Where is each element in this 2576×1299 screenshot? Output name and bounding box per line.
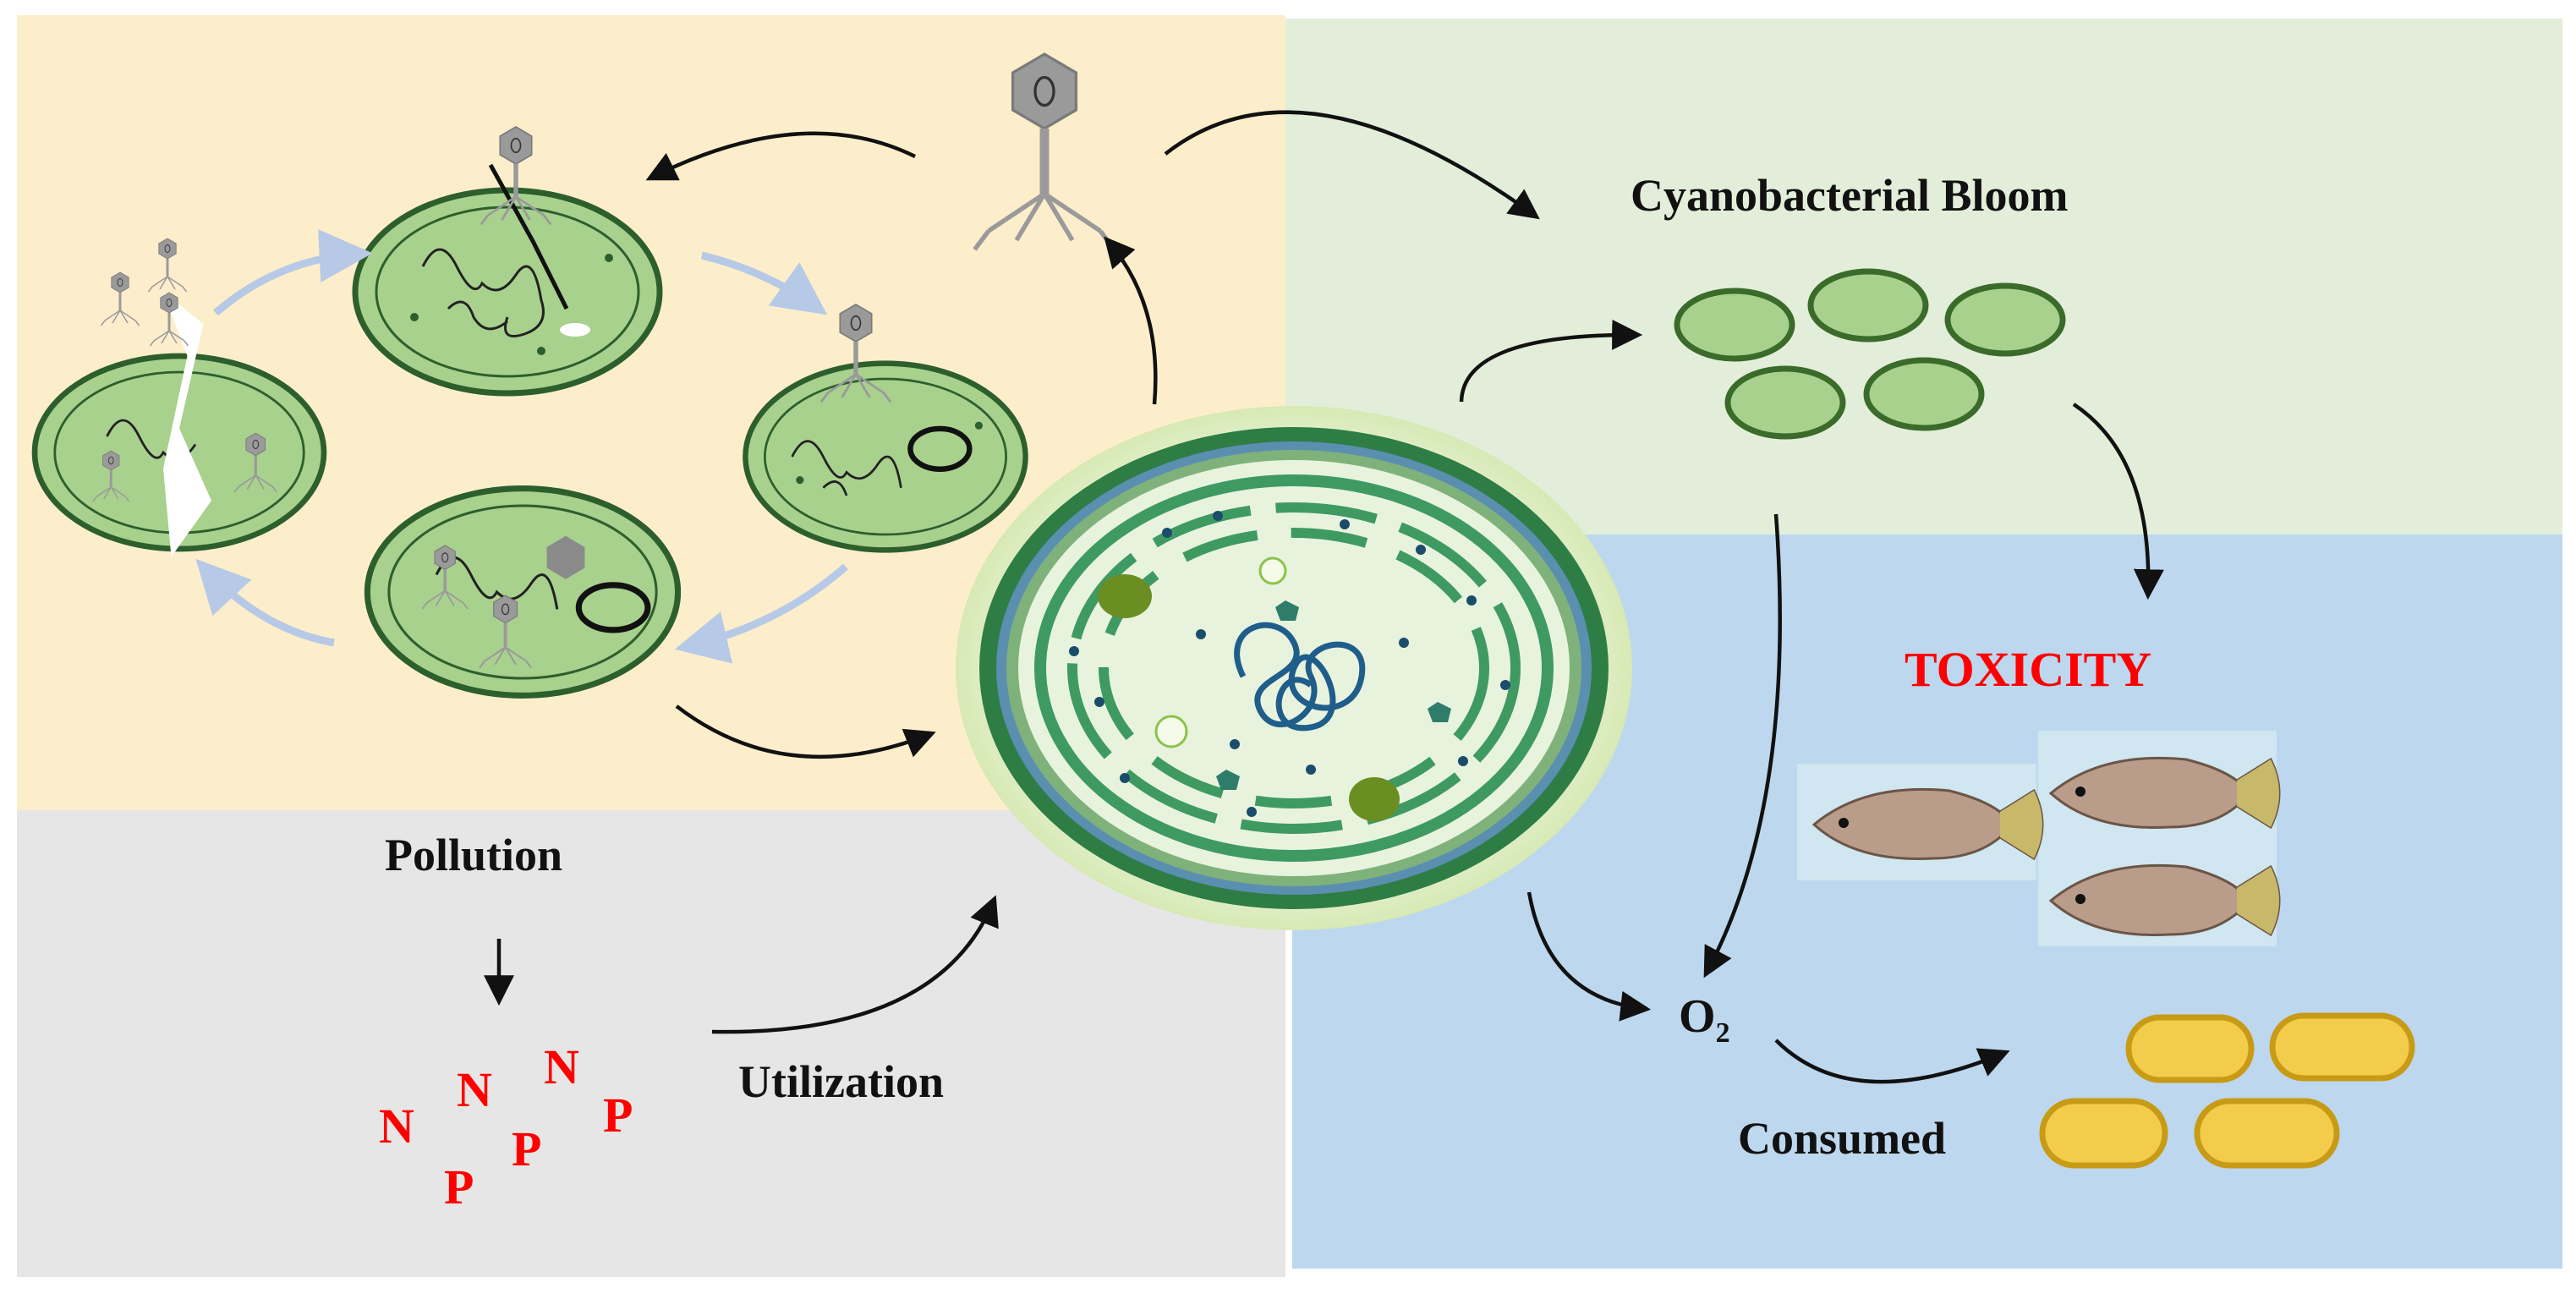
oxygen-subscript: 2: [1715, 1017, 1730, 1050]
lysis-cell-top: [355, 163, 660, 393]
nutrient-p: P: [512, 1121, 542, 1176]
cyanobacterial-bloom-label: Cyanobacterial Bloom: [1631, 170, 2069, 221]
bacteria-rod-icon: [2125, 1014, 2255, 1083]
bloom-cells: [1674, 268, 2066, 440]
nutrient-n: N: [457, 1062, 492, 1117]
dna-strand-icon: [1234, 622, 1366, 732]
toxicity-label: TOXICITY: [1905, 642, 2152, 697]
fish-icon: [2048, 863, 2281, 937]
lysis-cell-bottom: [367, 489, 677, 696]
lysis-cycle-arrows: [195, 229, 848, 664]
nutrient-p: P: [603, 1088, 633, 1143]
utilization-label: Utilization: [738, 1056, 944, 1107]
lysis-cell-left: [35, 292, 324, 557]
oxygen-symbol: O: [1679, 990, 1716, 1043]
lysis-cell-right: [745, 364, 1025, 551]
bacteria-rod-icon: [2269, 1012, 2415, 1082]
oxygen-label: O2: [1679, 989, 1730, 1050]
bloom-panel: [1285, 19, 2562, 534]
pollution-panel: [17, 810, 1285, 1277]
fish-icon: [1811, 787, 2044, 861]
nutrient-p: P: [444, 1159, 474, 1214]
fish-group: [1797, 731, 2281, 946]
bacteria-rod-icon: [2194, 1098, 2340, 1169]
nutrient-n: N: [379, 1099, 414, 1154]
cyanobacteria-cell-icon: [956, 406, 1632, 930]
nutrient-n: N: [544, 1039, 579, 1094]
flow-arrows: [484, 110, 2164, 1084]
bacteria-rod-icon: [2039, 1098, 2168, 1169]
bacteria-rods: [2039, 1012, 2415, 1169]
pollution-label: Pollution: [385, 830, 563, 880]
consumed-label: Consumed: [1738, 1113, 1947, 1164]
fish-icon: [2048, 756, 2281, 830]
